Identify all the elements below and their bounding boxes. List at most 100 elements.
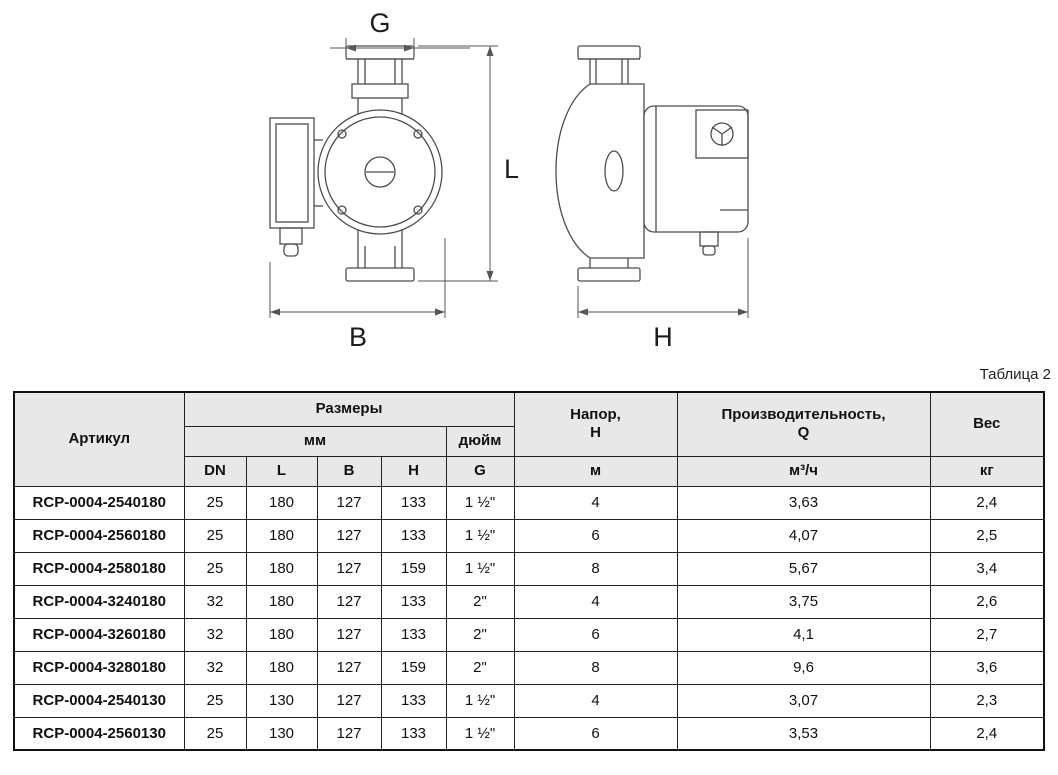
value-cell: 130 <box>245 716 318 751</box>
value-cell: 127 <box>316 518 382 553</box>
value-cell: 133 <box>380 584 447 619</box>
value-cell: 180 <box>245 485 318 520</box>
value-cell: 25 <box>183 518 247 553</box>
value-cell: 3,63 <box>676 485 931 520</box>
value-cell: 2,3 <box>929 683 1045 718</box>
header-capacity-unit: м³/ч <box>676 455 931 487</box>
value-cell: 3,4 <box>929 551 1045 586</box>
value-cell: 133 <box>380 683 447 718</box>
value-cell: 2" <box>445 584 515 619</box>
value-cell: 130 <box>245 683 318 718</box>
spec-table: Артикул Размеры Напор, Н Производительно… <box>13 391 1045 751</box>
value-cell: 180 <box>245 650 318 685</box>
value-cell: 8 <box>513 551 678 586</box>
header-head-unit: м <box>513 455 678 487</box>
header-g: G <box>445 455 515 487</box>
header-head: Напор, Н <box>513 391 678 457</box>
table-header: Артикул Размеры Напор, Н Производительно… <box>13 391 1045 487</box>
value-cell: 127 <box>316 683 382 718</box>
value-cell: 1 ½" <box>445 683 515 718</box>
value-cell: 2,5 <box>929 518 1045 553</box>
value-cell: 127 <box>316 485 382 520</box>
value-cell: 4 <box>513 584 678 619</box>
article-cell: RCP-0004-3280180 <box>13 650 185 685</box>
value-cell: 133 <box>380 617 447 652</box>
value-cell: 25 <box>183 716 247 751</box>
header-weight: Вес <box>929 391 1045 457</box>
value-cell: 32 <box>183 617 247 652</box>
value-cell: 180 <box>245 617 318 652</box>
dim-label-h: H <box>653 322 673 352</box>
value-cell: 1 ½" <box>445 551 515 586</box>
header-article: Артикул <box>13 391 185 487</box>
value-cell: 2,4 <box>929 716 1045 751</box>
value-cell: 127 <box>316 584 382 619</box>
value-cell: 6 <box>513 518 678 553</box>
dim-label-b: B <box>349 322 367 352</box>
value-cell: 1 ½" <box>445 485 515 520</box>
value-cell: 25 <box>183 551 247 586</box>
value-cell: 25 <box>183 485 247 520</box>
value-cell: 4 <box>513 485 678 520</box>
article-cell: RCP-0004-2540180 <box>13 485 185 520</box>
header-weight-unit: кг <box>929 455 1045 487</box>
pump-side-view <box>555 45 749 282</box>
dimension-h: H <box>577 238 749 352</box>
value-cell: 127 <box>316 716 382 751</box>
header-inch: дюйм <box>445 425 515 457</box>
pump-drawing-svg: G L B <box>269 8 749 352</box>
dimension-b: B <box>269 238 446 352</box>
article-cell: RCP-0004-2580180 <box>13 551 185 586</box>
value-cell: 180 <box>245 584 318 619</box>
dim-label-l: L <box>504 154 519 184</box>
value-cell: 32 <box>183 650 247 685</box>
value-cell: 1 ½" <box>445 716 515 751</box>
table-caption: Таблица 2 <box>979 366 1051 383</box>
value-cell: 6 <box>513 617 678 652</box>
pump-front-view <box>269 45 443 282</box>
value-cell: 133 <box>380 518 447 553</box>
dimension-l: L <box>418 45 519 282</box>
article-cell: RCP-0004-2540130 <box>13 683 185 718</box>
value-cell: 9,6 <box>676 650 931 685</box>
header-dn: DN <box>183 455 247 487</box>
pump-technical-drawing: G L B <box>0 0 1058 356</box>
value-cell: 180 <box>245 518 318 553</box>
value-cell: 3,6 <box>929 650 1045 685</box>
header-sizes: Размеры <box>183 391 515 427</box>
value-cell: 133 <box>380 485 447 520</box>
value-cell: 4,1 <box>676 617 931 652</box>
header-b: B <box>316 455 382 487</box>
value-cell: 4 <box>513 683 678 718</box>
header-capacity: Производительность, Q <box>676 391 931 457</box>
header-mm: мм <box>183 425 447 457</box>
article-cell: RCP-0004-2560130 <box>13 716 185 751</box>
value-cell: 180 <box>245 551 318 586</box>
value-cell: 32 <box>183 584 247 619</box>
value-cell: 8 <box>513 650 678 685</box>
dimension-g: G <box>330 8 470 58</box>
value-cell: 127 <box>316 617 382 652</box>
article-cell: RCP-0004-3260180 <box>13 617 185 652</box>
value-cell: 133 <box>380 716 447 751</box>
value-cell: 2" <box>445 617 515 652</box>
header-l: L <box>245 455 318 487</box>
value-cell: 2,7 <box>929 617 1045 652</box>
value-cell: 5,67 <box>676 551 931 586</box>
value-cell: 2,6 <box>929 584 1045 619</box>
value-cell: 1 ½" <box>445 518 515 553</box>
value-cell: 4,07 <box>676 518 931 553</box>
value-cell: 2,4 <box>929 485 1045 520</box>
dim-label-g: G <box>369 8 390 38</box>
value-cell: 25 <box>183 683 247 718</box>
value-cell: 3,07 <box>676 683 931 718</box>
value-cell: 3,53 <box>676 716 931 751</box>
